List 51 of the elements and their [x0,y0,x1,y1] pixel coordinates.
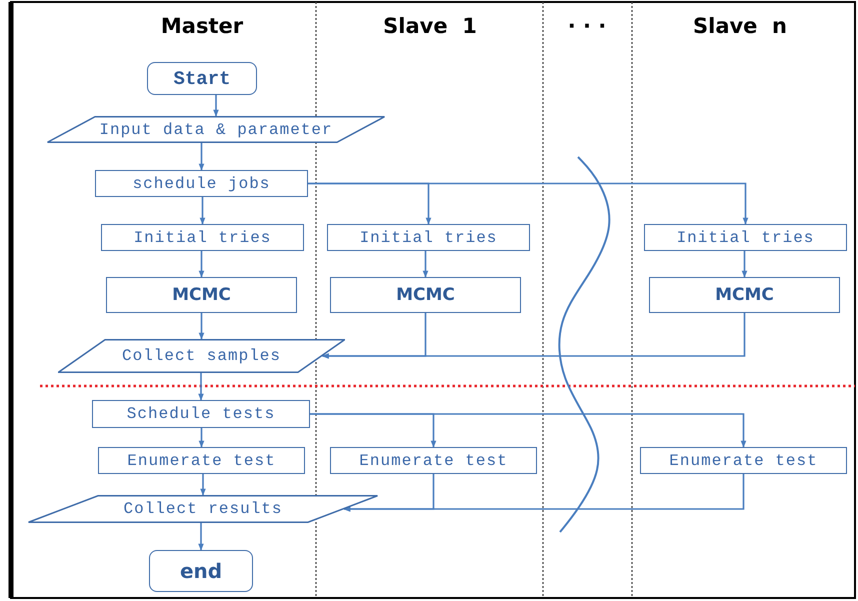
node-label: MCMC [715,285,774,305]
node-label: MCMC [172,285,231,305]
node-label: Initial tries [134,228,272,246]
terminal-box [147,62,257,95]
lane-heading: Master [160,14,244,38]
node-label: Enumerate test [669,452,818,470]
arrow [198,373,204,401]
process-box [640,447,847,474]
node-label: Collect results [123,500,283,518]
terminal-box [149,550,253,592]
arrow [322,313,746,359]
arrow [213,95,219,117]
process-box [327,224,530,251]
process-box [106,277,297,313]
arrow [742,251,748,278]
arrow [200,474,206,496]
arrow [308,182,748,225]
process-box [330,447,537,474]
process-box [649,277,840,313]
arrow [198,143,204,171]
arrow [200,197,206,225]
arrow [198,428,204,448]
node-label: Collect samples [122,347,282,365]
data-parallelogram [28,495,378,523]
lane-heading: Slave 1 [383,14,477,38]
process-box [644,224,847,251]
node-label: MCMC [396,285,455,305]
process-box [330,277,521,313]
node-label: Input data & parameter [99,120,333,138]
arrow [310,413,746,448]
process-box [92,400,310,428]
node-label: Enumerate test [359,452,508,470]
data-parallelogram [47,116,385,143]
lane-heading: Slave n [693,14,787,38]
arrow [343,474,744,512]
node-label: Schedule tests [126,405,276,423]
arrow [198,313,204,340]
data-parallelogram [58,339,345,373]
process-box [101,224,304,251]
arrow [422,251,428,278]
node-label: Initial tries [676,228,814,246]
arrow [198,523,204,551]
process-box [98,447,305,474]
node-label: end [180,559,222,583]
node-label: Initial tries [360,228,498,246]
ellipsis-label: · · · [568,14,606,38]
node-label: Enumerate test [127,452,276,470]
arrow [198,251,204,278]
node-label: Start [173,68,230,90]
node-label: schedule jobs [132,174,270,192]
process-box [95,170,308,197]
